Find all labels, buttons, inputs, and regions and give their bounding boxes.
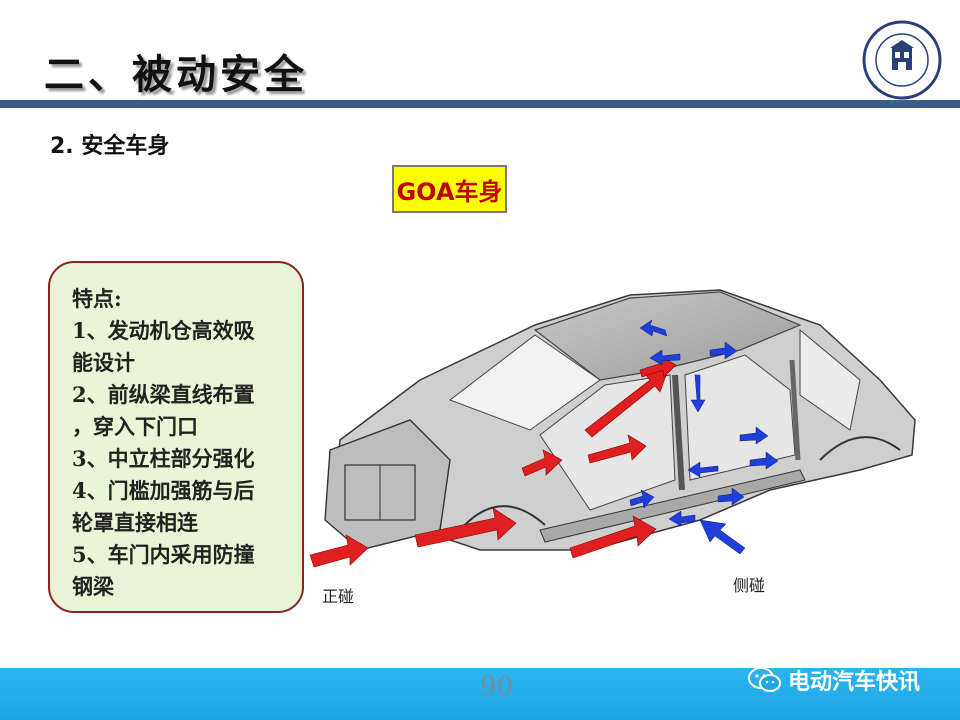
title-rule: [0, 100, 960, 108]
blue-arrow-door-3: [717, 487, 745, 506]
feature-item-2: 2、前纵梁直线布置 ，穿入下门口: [72, 382, 255, 439]
side-load-path-arrows: [629, 319, 779, 555]
red-arrow-dash: [587, 434, 647, 464]
page-number: 90: [480, 672, 514, 702]
blue-arrow-rear: [739, 426, 769, 445]
goa-body-label: GOA车身: [392, 165, 507, 213]
brand-watermark: 电动汽车快讯: [748, 664, 920, 696]
red-arrow-front-impact: [309, 534, 369, 568]
windshield-opening: [448, 334, 601, 431]
blue-arrow-door-4: [668, 510, 696, 527]
features-heading: 特点:: [72, 286, 122, 311]
university-seal-logo: [862, 20, 942, 100]
feature-item-4: 4、门槛加强筋与后 轮罩直接相连: [72, 478, 255, 535]
brand-text: 电动汽车快讯: [788, 670, 921, 695]
blue-arrow-roof-1: [639, 319, 668, 337]
blue-arrow-door-1: [687, 461, 719, 478]
blue-arrow-b-pillar-2: [629, 489, 655, 509]
red-arrow-sill: [569, 515, 657, 559]
feature-item-1: 1、发动机仓高效吸 能设计: [72, 318, 255, 375]
section-subtitle: 2. 安全车身: [50, 134, 170, 159]
front-wheel-arch: [459, 505, 546, 531]
footer-bar: [0, 668, 960, 720]
blue-arrow-b-pillar-1: [690, 374, 706, 413]
feature-item-5: 5、车门内采用防撞 钢梁: [72, 542, 255, 599]
blue-arrow-roof-3: [709, 341, 738, 360]
car-body-diagram: [309, 289, 916, 568]
rear-door-opening: [684, 354, 796, 481]
frontal-impact-label: 正碰: [322, 587, 355, 606]
roof-panel: [533, 291, 802, 381]
rear-wheel-arch: [819, 436, 901, 461]
front-door-opening: [539, 374, 676, 511]
side-impact-label: 侧碰: [733, 576, 766, 595]
features-panel: 特点: 1、发动机仓高效吸 能设计 2、前纵梁直线布置 ，穿入下门口 3、中立柱…: [48, 261, 304, 613]
red-arrow-a-pillar-upper: [584, 369, 669, 438]
red-arrow-front-rail: [414, 507, 517, 548]
red-arrow-a-pillar-lower: [521, 449, 563, 477]
c-pillar: [789, 359, 801, 461]
b-pillar: [672, 374, 685, 491]
blue-arrow-door-2: [749, 451, 779, 470]
feature-item-3: 3、中立柱部分强化: [72, 446, 255, 471]
rear-window-opening: [799, 328, 861, 431]
rocker-sill: [539, 469, 806, 543]
blue-arrow-side-impact: [699, 519, 746, 555]
wechat-icon: [748, 667, 781, 692]
blue-arrow-roof-2: [649, 349, 681, 366]
slide-title: 二、被动安全: [44, 52, 308, 98]
frontal-load-path-arrows: [309, 355, 677, 568]
